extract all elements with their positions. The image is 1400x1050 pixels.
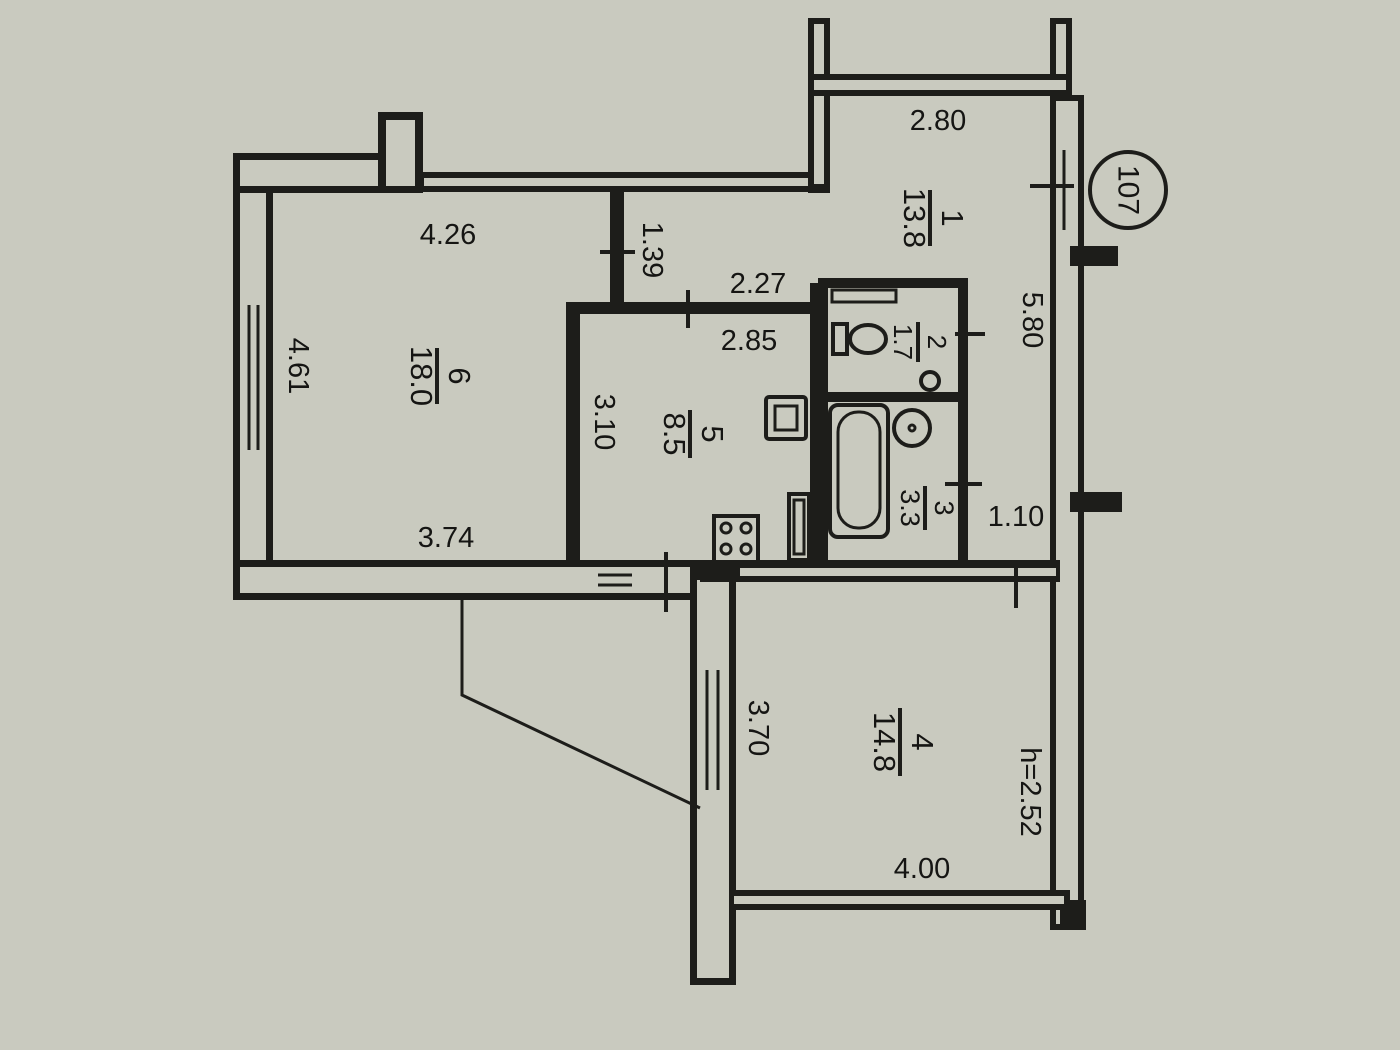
dimension-5-80: 5.80	[1016, 292, 1048, 348]
stove-icon	[712, 514, 760, 564]
dimension-3-10: 3.10	[588, 394, 620, 450]
ceiling-height: h=2.52	[1014, 747, 1046, 837]
room-6-number: 6	[442, 367, 477, 384]
dimension-4-61: 4.61	[282, 338, 314, 394]
dimension-4-00: 4.00	[894, 853, 950, 885]
kitchen-sink-icon	[764, 395, 808, 441]
dimension-3-74: 3.74	[418, 522, 474, 554]
walls	[233, 18, 1122, 985]
plan-number: 107	[1112, 165, 1145, 215]
room-5-area: 8.5	[657, 412, 692, 455]
toilet-icon	[831, 322, 888, 356]
balcony-outline	[460, 600, 701, 810]
bathtub-icon	[828, 403, 890, 539]
room-6-area: 18.0	[404, 346, 439, 406]
plan-number-badge: 107	[1088, 150, 1168, 230]
dimension-4-26: 4.26	[420, 219, 476, 251]
fixtures	[712, 288, 941, 564]
dimension-2-85: 2.85	[721, 325, 777, 357]
room-labels: 1 13.8 2 1.7 3 3.3 4 14.8 5 8.5	[404, 188, 970, 776]
room-3-area: 3.3	[895, 489, 925, 527]
room-2-area: 1.7	[888, 324, 918, 360]
dimension-2-80: 2.80	[910, 105, 966, 137]
dimension-ticks	[600, 184, 1074, 612]
room-2-number: 2	[922, 335, 952, 349]
room-1-area: 13.8	[897, 188, 932, 248]
room-4-number: 4	[905, 733, 940, 750]
room-5-number: 5	[695, 425, 730, 442]
dimension-1-39: 1.39	[636, 222, 668, 278]
dimension-labels: 2.80 4.26 2.27 2.85 1.10 3.74 4.00 1.39 …	[282, 105, 1048, 885]
room-3-number: 3	[929, 500, 959, 515]
dimension-2-27: 2.27	[730, 268, 786, 300]
toilet-shelf-icon	[830, 288, 898, 304]
windows	[240, 150, 1078, 790]
kitchen-counter-icon	[787, 492, 811, 562]
dimension-3-70: 3.70	[742, 700, 774, 756]
room-1-number: 1	[935, 209, 970, 226]
bathroom-sink-icon	[892, 408, 932, 448]
room-4-area: 14.8	[867, 712, 902, 772]
toilet-sink-icon	[919, 370, 941, 392]
dimension-1-10: 1.10	[988, 501, 1044, 533]
